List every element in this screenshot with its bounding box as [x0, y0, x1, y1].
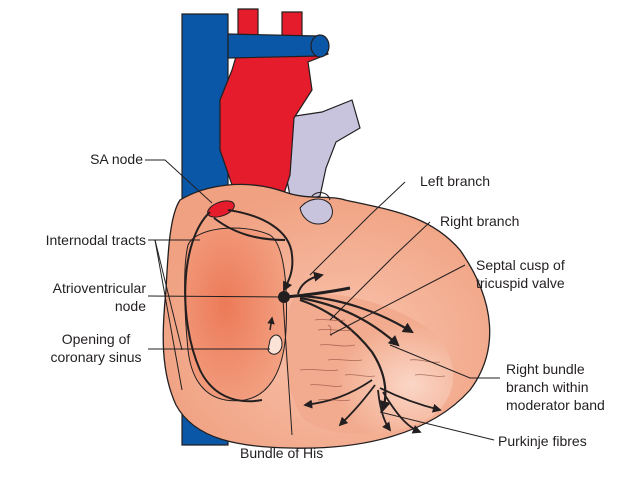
label-av-node-line1: Atrioventricular: [4, 279, 146, 297]
label-bundle-of-his: Bundle of His: [240, 444, 323, 462]
label-septal-cusp-line2: tricuspid valve: [476, 274, 565, 292]
label-right-bundle-branch-line2: branch within: [506, 378, 605, 396]
label-av-node-line2: node: [4, 297, 146, 315]
pulmonary-vein: [228, 34, 320, 58]
label-sa-node: SA node: [58, 150, 143, 168]
label-coronary-sinus-line1: Opening of: [40, 330, 152, 348]
label-purkinje-fibres: Purkinje fibres: [498, 432, 587, 450]
label-right-bundle-branch-line3: moderator band: [506, 396, 605, 414]
label-left-branch: Left branch: [420, 172, 490, 190]
label-septal-cusp-line1: Septal cusp of: [476, 256, 565, 274]
right-atrium: [185, 228, 287, 401]
label-right-branch: Right branch: [440, 212, 519, 230]
label-right-bundle-branch-line1: Right bundle: [506, 360, 605, 378]
label-coronary-sinus: Opening of coronary sinus: [40, 330, 152, 366]
label-internodal-tracts: Internodal tracts: [4, 231, 146, 249]
label-av-node: Atrioventricular node: [4, 279, 146, 315]
label-coronary-sinus-line2: coronary sinus: [40, 348, 152, 366]
label-septal-cusp: Septal cusp of tricuspid valve: [476, 256, 565, 292]
label-right-bundle-branch: Right bundle branch within moderator ban…: [506, 360, 605, 414]
